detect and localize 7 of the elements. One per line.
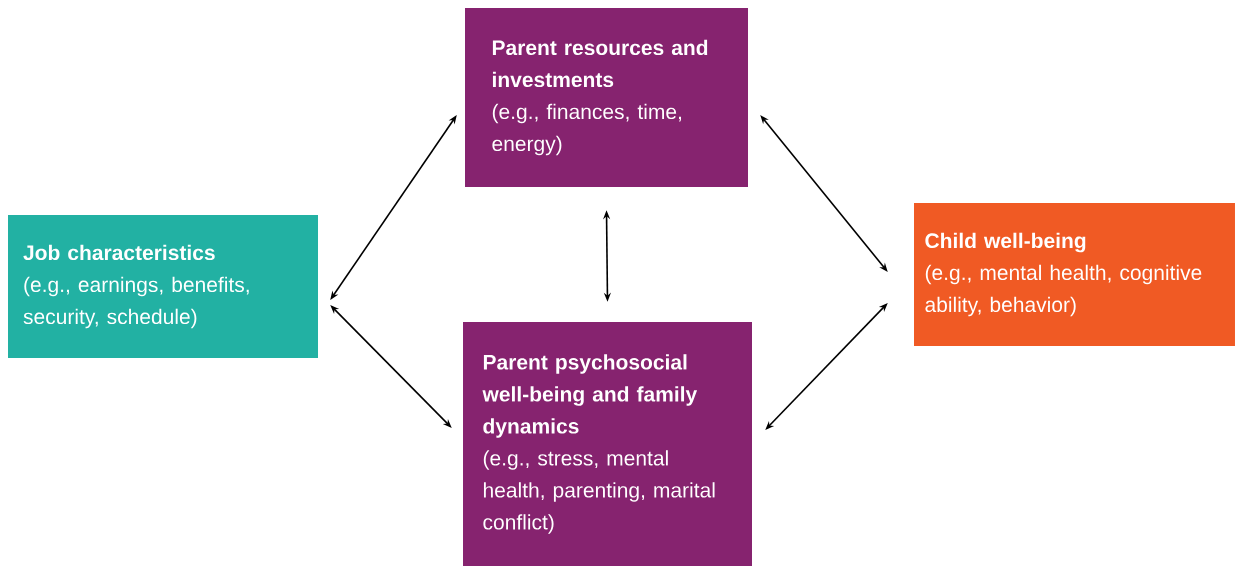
arrow [330,305,452,428]
arrow [765,303,888,430]
text-box: Parent resources and investments (e.g., finances, time, energy) [465,8,748,187]
text-box: Parent psychosocial well-being and family dynamics (e.g., stress, mental health, parenting, marital conflict) [463,322,752,566]
text-box: Child well-being (e.g., mental health, cognitive ability, behavior) [914,203,1235,346]
text-box: Job characteristics (e.g., earnings, benefits, security, schedule) [8,215,318,358]
arrow [760,115,888,272]
